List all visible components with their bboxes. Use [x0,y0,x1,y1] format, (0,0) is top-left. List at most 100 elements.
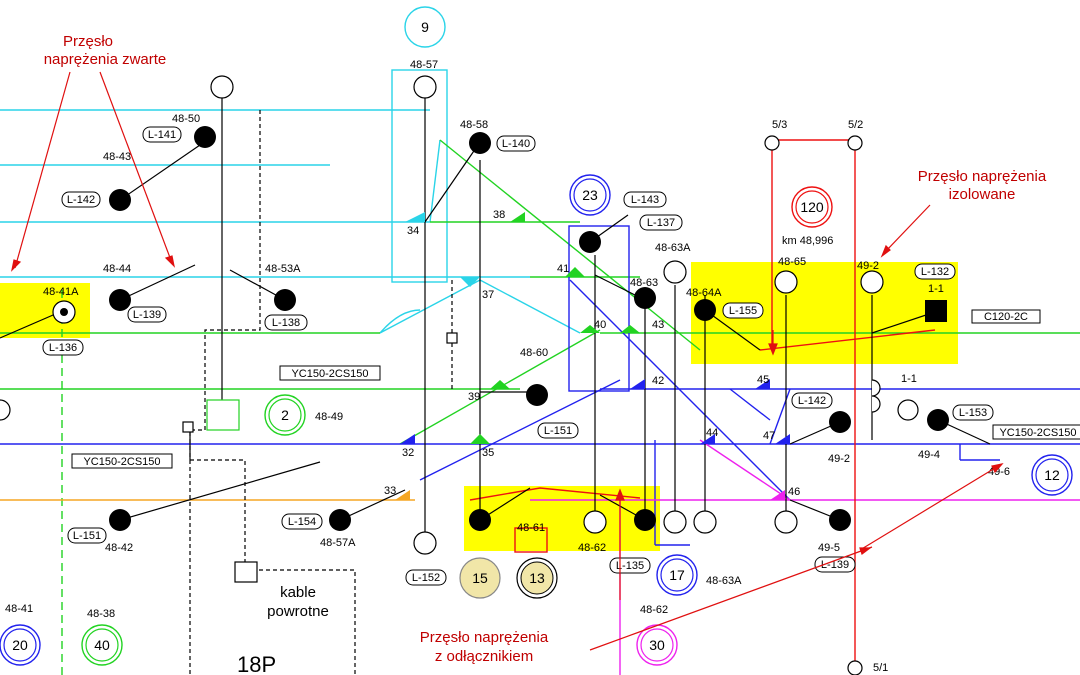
svg-text:L-142: L-142 [798,395,826,407]
track-yc2: YC150-2CS150 [71,453,173,469]
svg-text:YC150-2CS150: YC150-2CS150 [999,427,1076,439]
svg-text:48-49: 48-49 [315,411,343,423]
svg-text:49-2: 49-2 [857,260,879,272]
svg-text:L-142: L-142 [67,194,95,206]
circle-23: 23 [569,174,611,216]
svg-text:32: 32 [402,447,414,459]
svg-text:L-153: L-153 [959,407,987,419]
track-c120: C120-2C [971,309,1041,324]
circle-13: 13 [516,557,558,599]
box-l153: L-153 [952,404,994,421]
svg-text:15: 15 [472,570,488,586]
numbered-circles: 9 23 120 2 12 15 13 17 30 20 40 [0,6,1073,666]
circle-40: 40 [81,624,123,666]
svg-text:49-2: 49-2 [828,453,850,465]
svg-text:38: 38 [493,209,505,221]
circle-12: 12 [1031,454,1073,496]
svg-text:12: 12 [1044,467,1060,483]
svg-text:L-132: L-132 [921,266,949,278]
highlight-zones [0,262,958,551]
svg-text:48-53A: 48-53A [265,263,301,275]
misc-text: kable powrotne 18P [237,584,329,675]
svg-text:48-63A: 48-63A [706,575,742,587]
svg-text:48-61: 48-61 [517,522,545,534]
svg-text:L-136: L-136 [49,342,77,354]
svg-text:L-139: L-139 [133,309,161,321]
svg-text:48-62: 48-62 [578,542,606,554]
svg-text:49-4: 49-4 [918,449,940,461]
svg-text:L-155: L-155 [729,305,757,317]
svg-text:42: 42 [652,375,664,387]
svg-text:L-137: L-137 [647,217,675,229]
annotation-odlacznik-1: Przęsło naprężenia [420,629,549,646]
box-l154: L-154 [281,513,323,530]
box-l139a: L-139 [127,306,167,323]
svg-text:23: 23 [582,187,598,203]
svg-text:39: 39 [468,391,480,403]
track-yc1: YC150-2CS150 [279,365,381,381]
svg-text:48-63A: 48-63A [655,242,691,254]
svg-text:48-64A: 48-64A [686,287,722,299]
node-labels: 48-57 48-50 48-43 48-58 5/3 5/2 km 48,99… [5,59,1010,674]
svg-text:1-1: 1-1 [901,373,917,385]
circle-15: 15 [459,557,501,599]
svg-text:C120-2C: C120-2C [984,311,1028,323]
svg-text:47: 47 [763,430,775,442]
svg-text:35: 35 [482,447,494,459]
box-l141: L-141 [142,126,182,143]
svg-text:20: 20 [12,637,28,653]
svg-text:2: 2 [281,407,289,423]
svg-text:L-139: L-139 [821,559,849,571]
svg-text:L-138: L-138 [272,317,300,329]
annotation-izolowane-1: Przęsło naprężenia [918,168,1047,185]
svg-text:17: 17 [669,567,685,583]
svg-text:48-41A: 48-41A [43,286,79,298]
box-l151a: L-151 [537,422,579,439]
svg-text:48-50: 48-50 [172,113,200,125]
box-l140: L-140 [496,135,536,152]
svg-text:YC150-2CS150: YC150-2CS150 [83,456,160,468]
circle-9: 9 [404,6,446,48]
poles-open [0,75,919,675]
svg-text:9: 9 [421,19,429,35]
svg-text:48-60: 48-60 [520,347,548,359]
section-18p: 18P [237,652,276,675]
annotation-odlacznik-2: z odłącznikiem [435,648,533,665]
track-labels: YC150-2CS150 YC150-2CS150 YC150-2CS150 C… [71,309,1080,469]
svg-text:45: 45 [757,374,769,386]
svg-text:48-38: 48-38 [87,608,115,620]
switch-marks [395,212,790,500]
svg-text:5/1: 5/1 [873,662,888,674]
box-l142b: L-142 [791,392,833,409]
svg-text:34: 34 [407,225,419,237]
box-l135: L-135 [609,557,651,574]
box-l151b: L-151 [67,527,107,544]
annotation-arrows [11,71,1004,651]
box-l138: L-138 [264,314,308,331]
svg-text:13: 13 [529,570,545,586]
svg-text:L-143: L-143 [631,194,659,206]
svg-text:44: 44 [706,427,718,439]
pole-48-41a-dot [60,308,68,316]
svg-text:120: 120 [800,199,824,215]
svg-text:37: 37 [482,289,494,301]
svg-text:48-41: 48-41 [5,603,33,615]
poles-filled [109,126,949,531]
svg-text:40: 40 [594,319,606,331]
box-l152: L-152 [405,569,447,586]
circle-120: 120 [791,186,833,228]
annotation-izolowane-2: izolowane [949,186,1016,203]
box-l136: L-136 [42,339,84,356]
svg-text:L-151: L-151 [544,425,572,437]
box-l139b: L-139 [814,556,856,573]
box-l137: L-137 [639,214,683,231]
svg-text:48-63: 48-63 [630,277,658,289]
svg-text:48-57: 48-57 [410,59,438,71]
svg-text:L-135: L-135 [616,560,644,572]
circle-17: 17 [656,554,698,596]
svg-text:48-57A: 48-57A [320,537,356,549]
svg-text:km 48,996: km 48,996 [782,235,833,247]
svg-text:L-152: L-152 [412,572,440,584]
svg-text:48-42: 48-42 [105,542,133,554]
